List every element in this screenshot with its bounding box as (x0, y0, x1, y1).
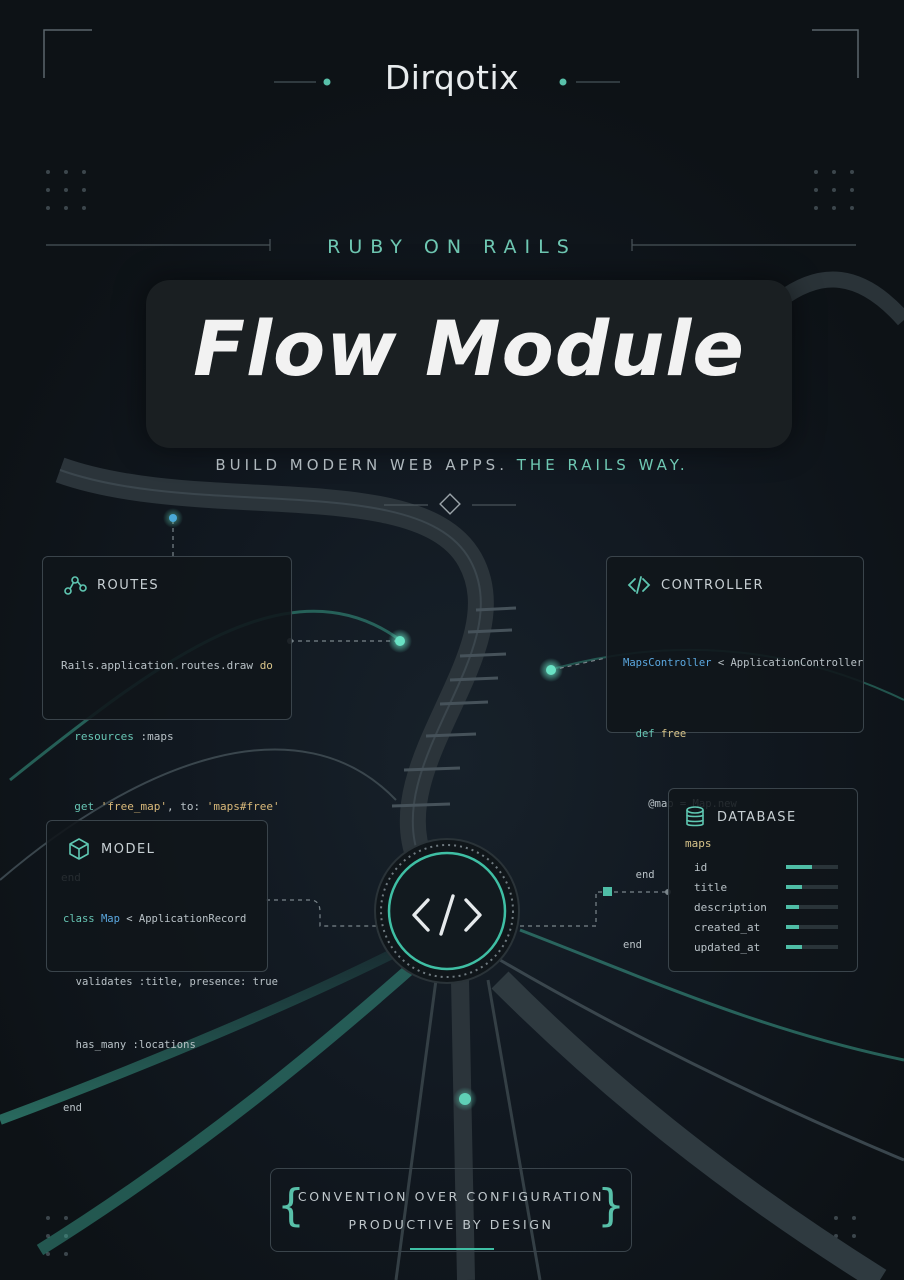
roads (0, 271, 904, 1280)
brand-wordmark: Dirqotix (384, 58, 520, 97)
database-field-name: description (694, 900, 767, 914)
database-field-row: id (685, 857, 838, 877)
database-field-name: id (694, 860, 708, 874)
header-ornaments (274, 78, 620, 86)
code-token: < ApplicationController (711, 657, 864, 669)
code-tag-icon (627, 576, 651, 594)
code-class: MapsController (623, 657, 712, 669)
glow-nodes (163, 508, 671, 1111)
controller-title: CONTROLLER (661, 577, 764, 593)
code-keyword: class (63, 913, 95, 925)
frame-corners (43, 29, 859, 78)
footer-brace-right: } (597, 1180, 625, 1231)
code-token: Rails.application.routes.draw (61, 659, 254, 672)
database-field-row: updated_at (685, 937, 838, 957)
code-keyword: resources (74, 729, 134, 743)
routes-code: Rails.application.routes.draw do resourc… (61, 607, 280, 936)
database-field-bar (786, 905, 838, 909)
database-field-row: title (685, 877, 838, 897)
database-field-bar (786, 885, 838, 889)
code-keyword: get (74, 800, 95, 813)
cube-icon (69, 838, 89, 860)
graph-nodes-icon (64, 576, 87, 595)
tagline: BUILD MODERN WEB APPS. THE RAILS WAY. (0, 456, 904, 474)
footer-line-1: CONVENTION OVER CONFIGURATION (297, 1189, 605, 1204)
code-token: end (635, 868, 655, 881)
model-card: MODEL class Map < ApplicationRecord vali… (46, 820, 278, 1114)
database-field-bar (786, 945, 838, 949)
tagline-accent: THE RAILS WAY. (516, 456, 689, 474)
model-code: class Map < ApplicationRecord validates … (63, 867, 278, 1161)
code-token: :maps (140, 729, 174, 743)
database-field-bar-fill (786, 945, 802, 949)
kicker-rules (46, 239, 856, 251)
database-card: DATABASE maps id title description created_… (668, 788, 858, 972)
code-method: free (660, 727, 687, 740)
code-token: end (63, 1102, 82, 1114)
database-icon (686, 806, 704, 827)
code-keyword: def (635, 727, 655, 740)
database-table-name: maps (685, 837, 712, 850)
model-title: MODEL (101, 841, 156, 857)
database-title: DATABASE (717, 809, 797, 825)
controller-code: MapsController < ApplicationController d… (623, 605, 863, 1005)
footer-brace-left: { (277, 1180, 305, 1231)
database-field-name: created_at (694, 920, 761, 934)
code-token: validates :title, presence: true (75, 976, 278, 988)
database-field-row: description (685, 897, 838, 917)
database-field-bar-fill (786, 925, 799, 929)
database-field-bar (786, 865, 838, 869)
code-keyword: do (259, 659, 273, 672)
code-token: < ApplicationRecord (119, 913, 247, 925)
code-brackets-icon (412, 894, 482, 936)
routes-title: ROUTES (97, 577, 160, 593)
database-field-bar-fill (786, 885, 802, 889)
code-class: Map (100, 913, 120, 925)
kicker-label: RUBY ON RAILS (327, 236, 577, 258)
database-field-bar-fill (786, 905, 799, 909)
code-string: 'maps#free' (206, 800, 280, 813)
track-rungs (391, 606, 517, 808)
controller-card: CONTROLLER MapsController < ApplicationC… (606, 556, 864, 951)
footer-panel: { } CONVENTION OVER CONFIGURATION PRODUC… (270, 1168, 632, 1252)
footer-line-2: PRODUCTIVE BY DESIGN (348, 1217, 554, 1232)
code-string: 'free_map' (100, 800, 167, 813)
code-token: has_many :locations (75, 1039, 196, 1051)
database-field-name: updated_at (694, 940, 761, 954)
database-field-bar-fill (786, 865, 812, 869)
tagline-prefix: BUILD MODERN WEB APPS. (215, 456, 508, 474)
routes-card: ROUTES Rails.application.routes.draw do … (42, 556, 292, 884)
code-token: , to: (166, 800, 207, 813)
page-title: Flow Module (193, 304, 745, 393)
database-field-row: created_at (685, 917, 838, 937)
database-field-name: title (694, 880, 728, 894)
database-field-bar (786, 925, 838, 929)
title-panel (146, 280, 792, 448)
code-token: end (623, 939, 642, 951)
tagline-ornament (384, 493, 516, 515)
